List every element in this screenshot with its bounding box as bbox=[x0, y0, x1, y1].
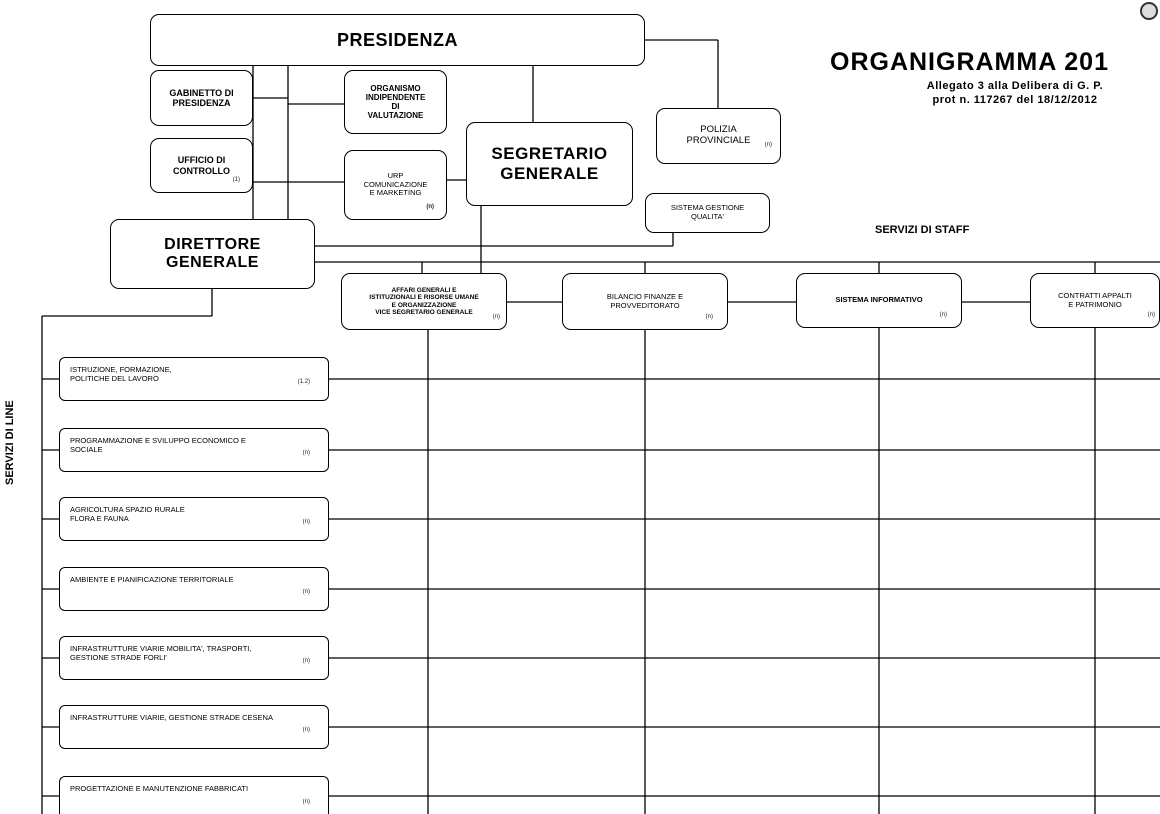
line-label-programmazione: PROGRAMMAZIONE E SVILUPPO ECONOMICO E SO… bbox=[70, 436, 246, 454]
ufficio-controllo-box: UFFICIO DI CONTROLLO (1) bbox=[150, 138, 253, 193]
chart-subtitle-1: Allegato 3 alla Delibera di G. P. bbox=[926, 80, 1104, 92]
staff-box-contratti: CONTRATTI APPALTI E PATRIMONIO (n) bbox=[1030, 273, 1160, 328]
direttore-box: DIRETTORE GENERALE bbox=[110, 219, 315, 289]
staff-box-bilancio: BILANCIO FINANZE E PROVVEDITORATO (n) bbox=[562, 273, 728, 330]
line-code-ambiente: (n) bbox=[302, 589, 310, 596]
line-box-programmazione: PROGRAMMAZIONE E SVILUPPO ECONOMICO E SO… bbox=[59, 428, 329, 472]
line-label: SERVIZI DI LINE bbox=[4, 400, 16, 485]
line-label-infrastrutture-forli: INFRASTRUTTURE VIARIE MOBILITA', TRASPOR… bbox=[70, 644, 252, 662]
direttore-label: DIRETTORE GENERALE bbox=[164, 235, 261, 271]
staff-label: SERVIZI DI STAFF bbox=[875, 224, 970, 236]
staff-label-sistema: SISTEMA INFORMATIVO bbox=[835, 295, 923, 305]
line-box-istruzione: ISTRUZIONE, FORMAZIONE, POLITICHE DEL LA… bbox=[59, 357, 329, 401]
gabinetto-box: GABINETTO DI PRESIDENZA bbox=[150, 70, 253, 126]
line-code-agricoltura: (n) bbox=[302, 519, 310, 526]
qualita-label: SISTEMA GESTIONE QUALITA' bbox=[670, 203, 745, 221]
line-label-progettazione: PROGETTAZIONE E MANUTENZIONE FABBRICATI bbox=[70, 784, 249, 793]
line-box-infrastrutture-cesena: INFRASTRUTTURE VIARIE, GESTIONE STRADE C… bbox=[59, 705, 329, 749]
line-label-agricoltura: AGRICOLTURA SPAZIO RURALE FLORA E FAUNA bbox=[70, 505, 185, 523]
segretario-label: SEGRETARIO GENERALE bbox=[491, 144, 608, 183]
staff-label-affari: AFFARI GENERALI E ISTITUZIONALI E RISORS… bbox=[369, 286, 479, 316]
urp-code: (n) bbox=[426, 204, 434, 211]
staff-box-affari: AFFARI GENERALI E ISTITUZIONALI E RISORS… bbox=[341, 273, 507, 330]
ufficio-controllo-label: UFFICIO DI CONTROLLO bbox=[173, 155, 230, 176]
urp-label: URP COMUNICAZIONE E MARKETING bbox=[363, 171, 428, 198]
segretario-box: SEGRETARIO GENERALE bbox=[466, 122, 633, 206]
line-box-ambiente: AMBIENTE E PIANIFICAZIONE TERRITORIALE (… bbox=[59, 567, 329, 611]
line-label-infrastrutture-cesena: INFRASTRUTTURE VIARIE, GESTIONE STRADE C… bbox=[70, 713, 273, 722]
line-box-infrastrutture-forli: INFRASTRUTTURE VIARIE MOBILITA', TRASPOR… bbox=[59, 636, 329, 680]
line-code-programmazione: (n) bbox=[302, 450, 310, 457]
staff-box-sistema: SISTEMA INFORMATIVO (n) bbox=[796, 273, 962, 328]
polizia-label: POLIZIA PROVINCIALE bbox=[686, 124, 751, 146]
line-box-progettazione: PROGETTAZIONE E MANUTENZIONE FABBRICATI … bbox=[59, 776, 329, 814]
staff-code-contratti: (n) bbox=[1147, 312, 1155, 319]
line-code-infrastrutture-forli: (n) bbox=[302, 658, 310, 665]
staff-code-affari: (n) bbox=[492, 314, 500, 321]
polizia-code: (n) bbox=[764, 142, 772, 149]
line-label-istruzione: ISTRUZIONE, FORMAZIONE, POLITICHE DEL LA… bbox=[70, 365, 172, 383]
staff-code-sistema: (n) bbox=[939, 312, 947, 319]
urp-box: URP COMUNICAZIONE E MARKETING (n) bbox=[344, 150, 447, 220]
line-label-ambiente: AMBIENTE E PIANIFICAZIONE TERRITORIALE bbox=[70, 575, 234, 584]
staff-label-bilancio: BILANCIO FINANZE E PROVVEDITORATO bbox=[606, 291, 684, 310]
qualita-box: SISTEMA GESTIONE QUALITA' bbox=[645, 193, 770, 233]
presidenza-label: PRESIDENZA bbox=[336, 29, 458, 50]
line-code-progettazione: (n) bbox=[302, 799, 310, 806]
presidenza-box: PRESIDENZA bbox=[150, 14, 645, 66]
oiv-box: ORGANISMO INDIPENDENTE DI VALUTAZIONE bbox=[344, 70, 447, 134]
chart-title: ORGANIGRAMMA 201 bbox=[830, 48, 1109, 76]
line-code-infrastrutture-cesena: (n) bbox=[302, 727, 310, 734]
staff-label-contratti: CONTRATTI APPALTI E PATRIMONIO bbox=[1058, 290, 1132, 309]
line-box-agricoltura: AGRICOLTURA SPAZIO RURALE FLORA E FAUNA … bbox=[59, 497, 329, 541]
ufficio-controllo-code: (1) bbox=[232, 177, 240, 184]
staff-code-bilancio: (n) bbox=[705, 314, 713, 321]
oiv-label: ORGANISMO INDIPENDENTE DI VALUTAZIONE bbox=[365, 83, 426, 121]
gabinetto-label: GABINETTO DI PRESIDENZA bbox=[169, 87, 234, 108]
polizia-box: POLIZIA PROVINCIALE (n) bbox=[656, 108, 781, 164]
line-code-istruzione: (1.2) bbox=[297, 379, 310, 386]
emblem-icon bbox=[1140, 2, 1158, 20]
chart-subtitle-2: prot n. 117267 del 18/12/2012 bbox=[932, 94, 1098, 106]
